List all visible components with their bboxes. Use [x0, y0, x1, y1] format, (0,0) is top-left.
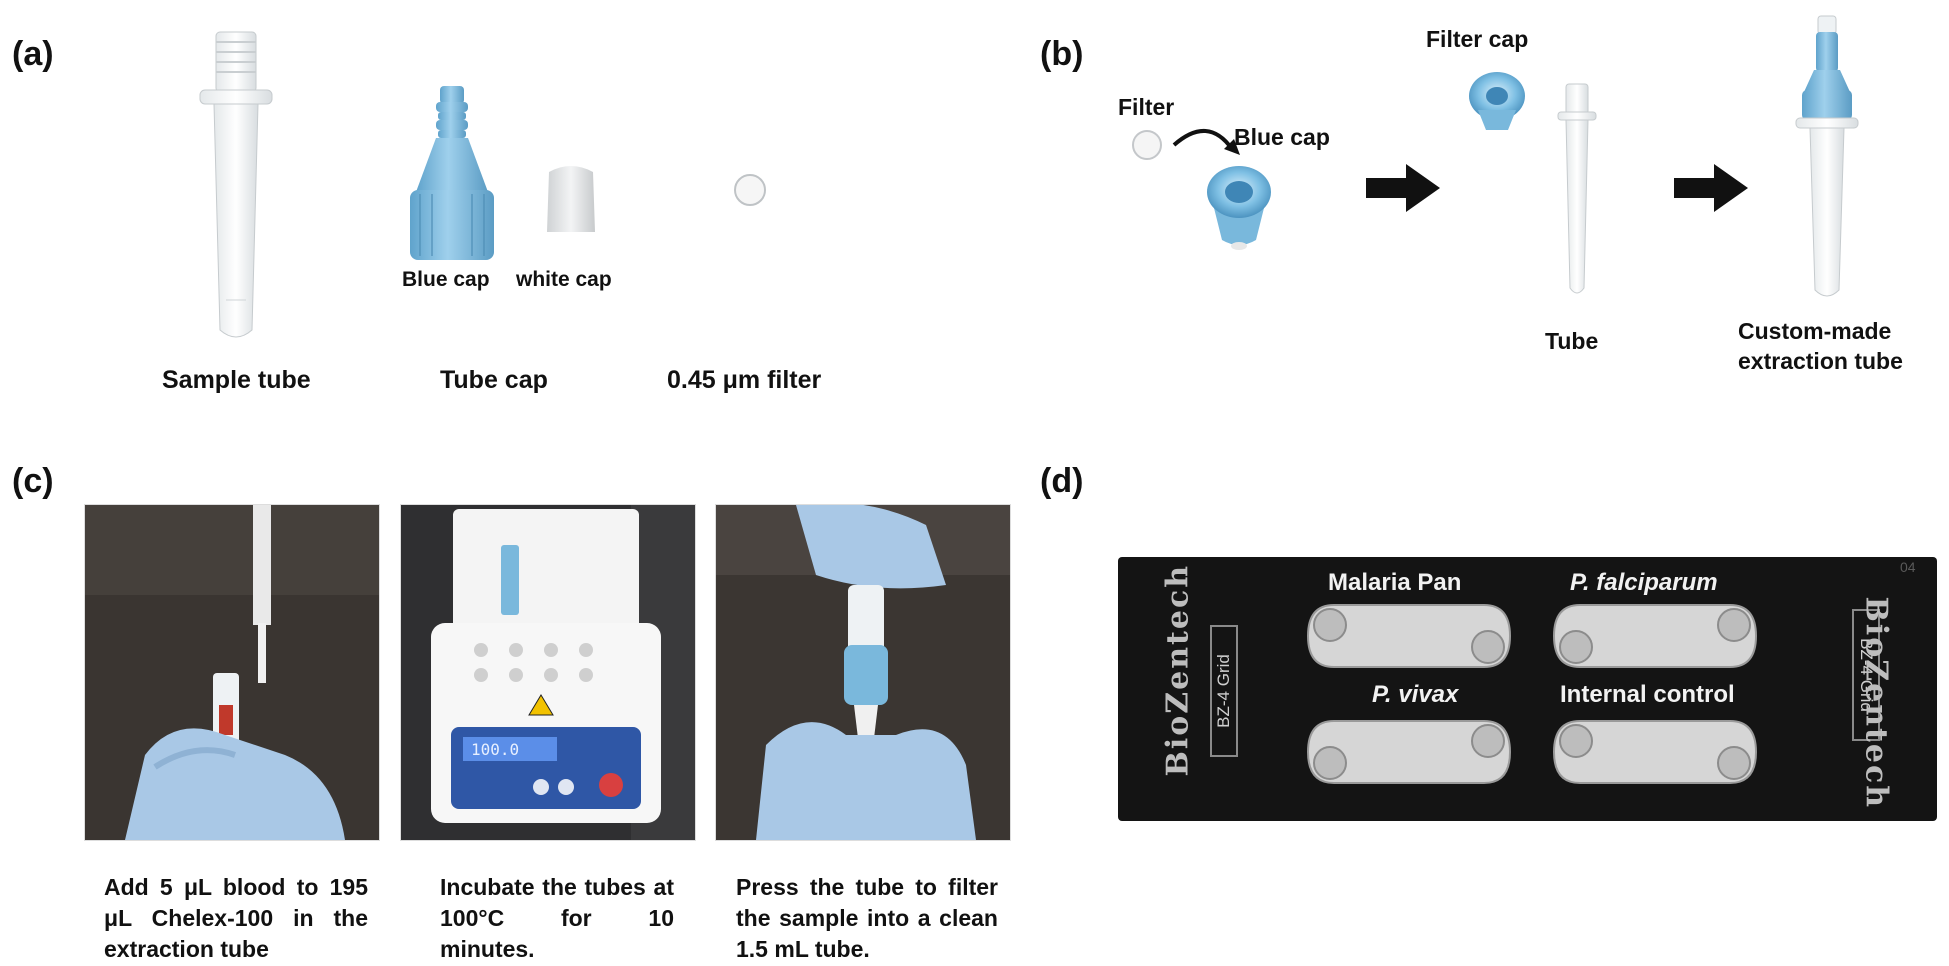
- b-result-label-line2: extraction tube: [1738, 348, 1903, 374]
- b-extraction-tube-illustration: [1795, 15, 1859, 297]
- arrow-right-icon-2: [1674, 164, 1748, 212]
- panel-a-label: (a): [12, 35, 54, 73]
- curved-arrow-icon: [1172, 128, 1240, 155]
- blue-cap-label: Blue cap: [402, 268, 490, 291]
- well-p-falciparum: [1552, 604, 1758, 668]
- photo-press-tube: [715, 504, 1011, 841]
- b-blue-cap-top-view: [1207, 166, 1271, 250]
- step-2-text: Incubate the tubes at 100°C for 10 minut…: [440, 874, 674, 962]
- brand-right: BioZentech: [1858, 596, 1894, 810]
- blue-cap-illustration: [410, 86, 494, 260]
- panel-d-label: (d): [1040, 462, 1084, 500]
- b-filter-disc: [1132, 130, 1162, 160]
- well-label-p-vivax: P. vivax: [1372, 681, 1459, 708]
- b-tube-illustration: [1557, 83, 1597, 294]
- well-malaria-pan: [1306, 604, 1512, 668]
- bz4-grid-card: BioZentech BZ-4 Grid BZ-4 Grid BioZentec…: [1118, 557, 1937, 821]
- b-filter-cap-label: Filter cap: [1426, 26, 1529, 52]
- b-tube-label: Tube: [1545, 328, 1599, 354]
- photo-add-blood: [84, 504, 380, 841]
- well-internal-control: [1552, 720, 1758, 784]
- tube-cap-caption: Tube cap: [440, 366, 548, 394]
- white-cap-label: white cap: [516, 268, 612, 291]
- grid-name-left: BZ-4 Grid: [1210, 625, 1238, 757]
- well-label-malaria-pan: Malaria Pan: [1328, 569, 1462, 596]
- step-3-text: Press the tube to filter the sample into…: [736, 874, 998, 962]
- filter-disc-illustration: [734, 174, 766, 206]
- corner-number: 04: [1900, 559, 1916, 575]
- sample-tube-illustration: [199, 31, 273, 338]
- panel-c-label: (c): [12, 462, 54, 500]
- brand-left: BioZentech: [1160, 563, 1196, 777]
- photo-incubate: 100.0: [400, 504, 696, 841]
- b-filter-cap-illustration: [1469, 72, 1525, 130]
- arrow-right-icon: [1366, 164, 1440, 212]
- well-p-vivax: [1306, 720, 1512, 784]
- step-1-text: Add 5 μL blood to 195 μL Chelex-100 in t…: [104, 874, 368, 962]
- filter-caption: 0.45 μm filter: [667, 366, 822, 394]
- sample-tube-caption: Sample tube: [162, 366, 311, 394]
- well-label-internal-control: Internal control: [1560, 681, 1735, 708]
- b-result-label-line1: Custom-made: [1738, 318, 1892, 344]
- b-filter-label: Filter: [1118, 94, 1175, 120]
- well-label-p-falciparum: P. falciparum: [1570, 569, 1718, 596]
- heater-display-text: 100.0: [471, 740, 519, 759]
- white-cap-illustration: [547, 166, 595, 232]
- b-blue-cap-label: Blue cap: [1234, 124, 1330, 150]
- panel-b-label: (b): [1040, 35, 1084, 73]
